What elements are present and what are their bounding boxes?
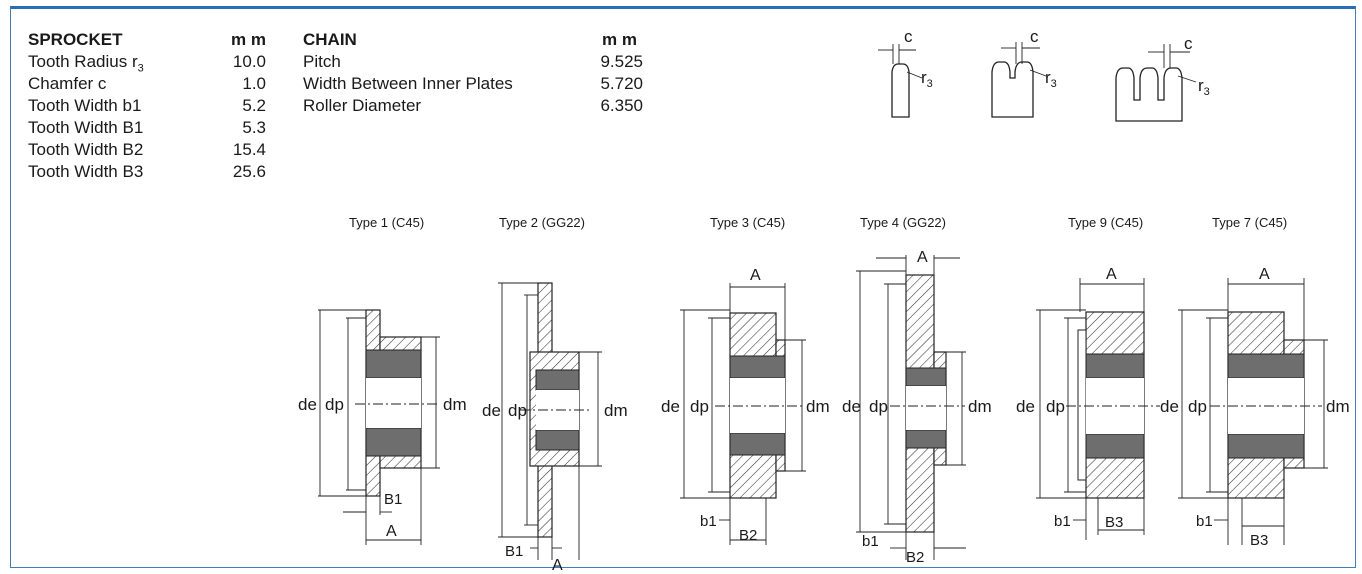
sprocket-row-value: 15.4 [232,140,266,159]
b-label: b1 [700,513,717,530]
profile-r-label: r3 [1198,76,1210,98]
hub-label: A [1106,266,1117,283]
sprocket-unit: m m [231,30,266,49]
de-label: de [661,397,680,416]
type-title: Type 2 (GG22) [499,215,585,230]
b-label: b1 [862,533,879,550]
de-label: de [298,395,317,414]
sprocket-type-1: Type 1 (C45) de dp dm B1 [298,215,467,545]
page-frame [10,6,1356,568]
hub-label: A [750,267,761,284]
tooth-profile-double: c r3 [991,27,1057,118]
profile-r-label: r3 [1045,68,1057,90]
dm-label: dm [1326,397,1350,416]
type-title: Type 1 (C45) [349,215,424,230]
hub-label: A [917,249,928,266]
chain-row-label: Width Between Inner Plates [303,74,513,93]
de-label: de [482,401,501,420]
chain-unit: m m [602,30,637,49]
dm-label: dm [443,395,467,414]
width-label: B3 [1105,514,1123,531]
dp-label: dp [508,401,527,420]
chain-row-value: 9.525 [600,52,643,71]
dm-label: dm [806,397,830,416]
sprocket-row-value: 10.0 [232,52,266,71]
b-label: b1 [1196,513,1213,530]
de-label: de [1160,397,1179,416]
type-title: Type 3 (C45) [710,215,785,230]
dp-label: dp [1046,397,1065,416]
chain-row-label: Roller Diameter [303,96,422,115]
de-label: de [1016,397,1035,416]
sprocket-row-label: Tooth Width B1 [28,118,144,137]
profile-c-label: c [904,27,913,46]
chain-header: CHAIN [303,30,357,49]
sprocket-type-2: Type 2 (GG22) de dp dm B1 A [482,215,628,574]
sprocket-row-value: 1.0 [242,74,266,93]
sprocket-row-value: 5.2 [242,96,266,115]
sprocket-row-label: Tooth Radius r3 [28,52,144,75]
b-label: b1 [1054,513,1071,530]
sprocket-row-label: Tooth Width b1 [28,96,142,115]
chain-row-value: 6.350 [600,96,643,115]
profile-r-label: r3 [921,68,933,90]
sprocket-header: SPROCKET [28,30,123,49]
tooth-profile-single: c r3 [878,27,933,118]
hub-label: A [386,523,397,540]
width-label: B1 [505,543,523,560]
chain-row-label: Pitch [303,52,341,71]
sprocket-row-label: Tooth Width B3 [28,162,144,181]
sprocket-type-3: Type 3 (C45) de dp dm [661,215,830,545]
sprocket-row-label: Chamfer c [28,74,107,93]
profile-c-label: c [1030,27,1039,46]
dm-label: dm [968,397,992,416]
chain-table: CHAIN m m Pitch 9.525 Width Between Inne… [303,30,643,130]
profile-c-label: c [1184,34,1193,53]
sprocket-row-value: 5.3 [242,118,266,137]
type-title: Type 9 (C45) [1068,215,1143,230]
sprocket-row-value: 25.6 [232,162,266,181]
hub-label: A [1259,266,1270,283]
de-label: de [842,397,861,416]
dp-label: dp [690,397,709,416]
dp-label: dp [1188,397,1207,416]
sprocket-row-label: Tooth Width B2 [28,140,144,159]
width-label: B3 [1250,532,1268,549]
type-title: Type 4 (GG22) [860,215,946,230]
hub-label: A [552,557,563,574]
tooth-profile-triple: c r3 [1115,34,1210,122]
type-title: Type 7 (C45) [1212,215,1287,230]
width-label: B2 [739,527,757,544]
width-label: B1 [384,491,402,508]
width-label: B2 [906,549,924,566]
sprocket-type-4: Type 4 (GG22) de dp d [842,215,992,566]
dp-label: dp [325,395,344,414]
chain-row-value: 5.720 [600,74,643,93]
sprocket-type-7: Type 7 (C45) de dp dm [1160,215,1350,549]
dp-label: dp [869,397,888,416]
sprocket-type-9: Type 9 (C45) de dp A b1 B3 [1016,215,1160,540]
dm-label: dm [604,401,628,420]
sprocket-table: SPROCKET m m Tooth Radius r3 10.0 Chamfe… [28,30,278,200]
